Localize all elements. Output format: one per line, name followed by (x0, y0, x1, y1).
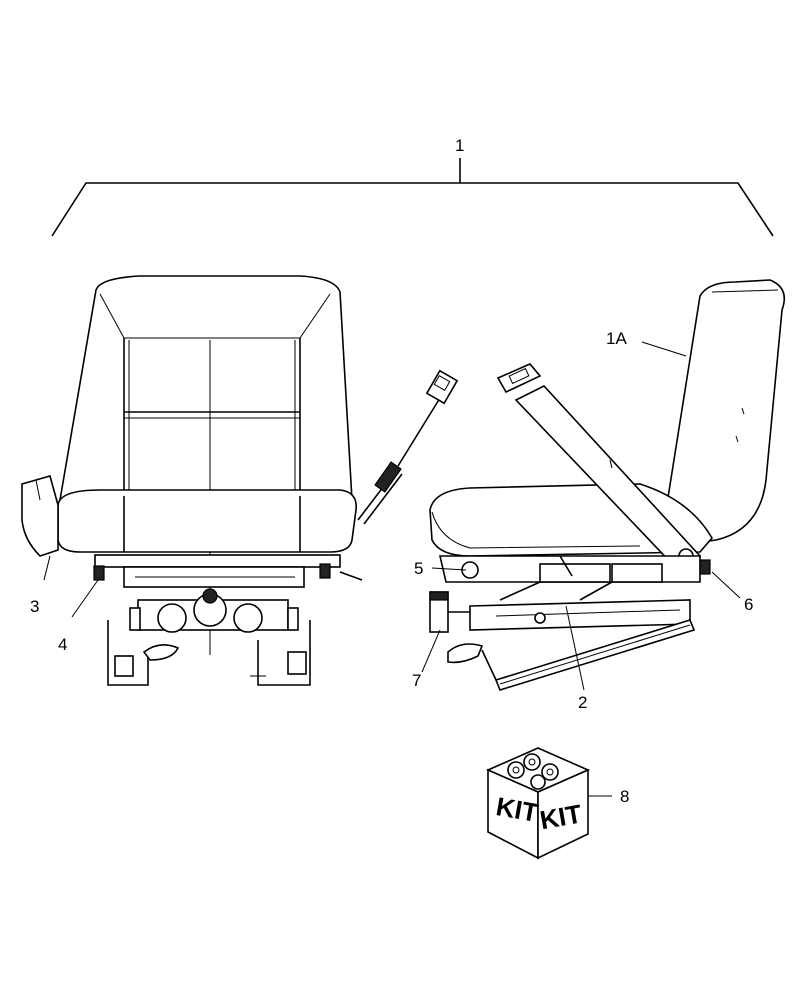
callout-3: 3 (30, 597, 39, 616)
callout-1: 1 (455, 136, 464, 155)
callout-5: 5 (414, 559, 423, 578)
front-seat-view (21, 275, 459, 686)
callout-7: 7 (412, 671, 421, 690)
callouts: 1 1A 2 3 4 5 6 7 8 (30, 136, 753, 806)
leader-lines (43, 341, 741, 797)
kit-box: KIT KIT (486, 747, 590, 860)
callout-4: 4 (58, 635, 67, 654)
callout-8: 8 (620, 787, 629, 806)
kit-label-right: KIT (538, 798, 585, 835)
callout-2: 2 (578, 693, 587, 712)
assembly-bracket (51, 158, 774, 237)
side-seat-view (429, 279, 786, 691)
callout-6: 6 (744, 595, 753, 614)
callout-1a: 1A (606, 329, 627, 348)
kit-label-left: KIT (494, 791, 541, 828)
